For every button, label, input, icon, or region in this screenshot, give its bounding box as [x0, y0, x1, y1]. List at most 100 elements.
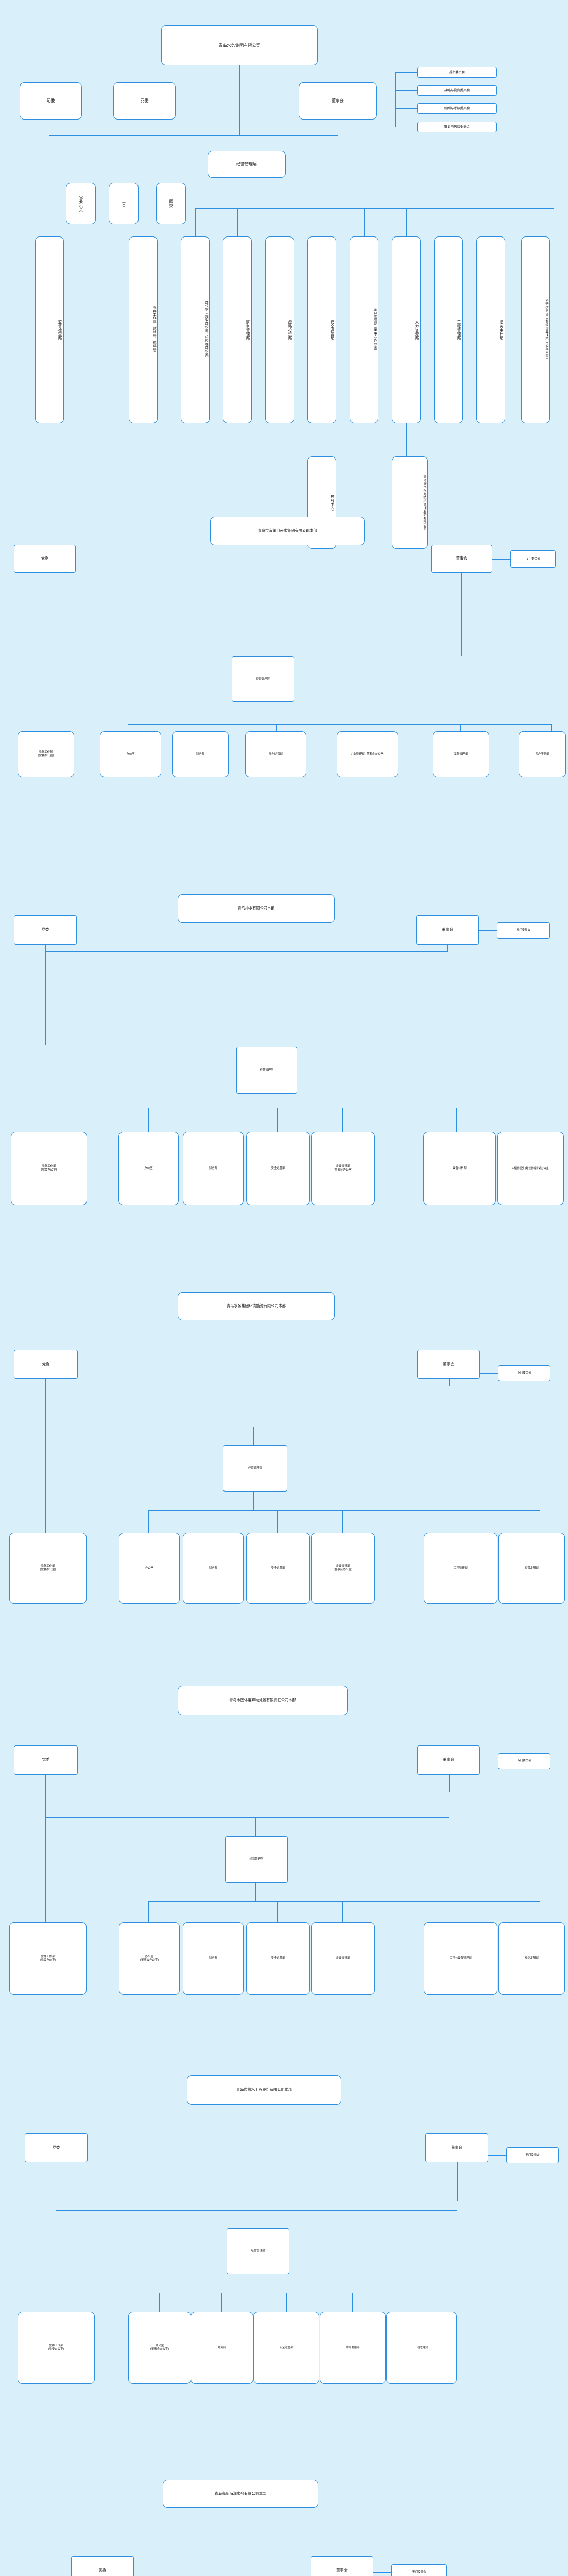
- connector: [449, 1775, 450, 1792]
- connector: [406, 208, 407, 236]
- dept-office-yishui: 办公室 (董事会办公室): [128, 2312, 191, 2384]
- connector: [395, 72, 417, 73]
- node-party-guti: 党委: [14, 1745, 78, 1775]
- connector: [148, 1510, 540, 1511]
- node-board: 董事会: [299, 82, 377, 120]
- connector: [461, 573, 462, 656]
- dept-party-mass-work: 党群工作部（武装部、统战部）: [129, 236, 158, 423]
- dept-enterprise-management-paishui: 企业管理部 (董事会办公室): [311, 1132, 375, 1205]
- connector: [395, 108, 417, 109]
- node-board-hairun: 董事会: [431, 545, 492, 573]
- dept-party-mass-work-guti: 党群工作部 (党委办公室): [9, 1922, 87, 1995]
- dept-party-mass-work-paishui: 党群工作部 (党委办公室): [11, 1132, 87, 1205]
- dept-office-guti: 办公室 (董事会办公室): [119, 1922, 180, 1995]
- connector: [406, 423, 407, 457]
- connector: [253, 1492, 254, 1511]
- connector: [276, 724, 277, 731]
- connector: [488, 2155, 506, 2156]
- node-management-layer-huanjing: 经营管理层: [223, 1445, 287, 1492]
- node-management-layer-guti: 经营管理层: [225, 1836, 288, 1883]
- dept-legal-audit: 法务审计部: [476, 236, 505, 423]
- dept-safety-operations: 安全运营部: [307, 236, 336, 423]
- connector: [148, 1510, 149, 1533]
- node-party-huanjing: 党委: [14, 1350, 78, 1379]
- dept-safety-operations-huanjing: 安全运营部: [246, 1533, 310, 1604]
- dept-research-information: 科研信息部（省级企业技术中心办公室）: [521, 236, 550, 423]
- connector: [551, 724, 552, 731]
- node-management-layer-paishui: 经营管理层: [236, 1047, 297, 1094]
- dept-finance-yishui: 财务部: [191, 2312, 253, 2384]
- connector: [342, 1108, 343, 1132]
- node-board-yishui: 董事会: [425, 2133, 488, 2162]
- connector: [221, 2293, 222, 2312]
- node-management-layer-yishui: 经营管理层: [227, 2228, 289, 2274]
- connector: [45, 951, 447, 952]
- dept-office: 办公室（党委办公室、总经理办公室）: [181, 236, 210, 423]
- dept-office-huanjing: 办公室: [119, 1533, 180, 1604]
- connector: [159, 2293, 160, 2312]
- connector: [128, 724, 551, 725]
- node-board-committee-yishui: 专门委员会: [506, 2147, 559, 2163]
- dept-safety-operations-yishui: 安全运营部: [253, 2312, 319, 2384]
- connector: [373, 2572, 391, 2573]
- node-board-paishui: 董事会: [416, 915, 479, 945]
- dept-engineering-management-yishui: 工程管理部: [386, 2312, 457, 2384]
- dept-party-mass-work-huanjing: 党群工作部 (党委办公室): [9, 1533, 87, 1604]
- node-board-committee-guti: 专门委员会: [498, 1753, 550, 1769]
- connector: [277, 1108, 278, 1132]
- connector: [45, 1817, 449, 1818]
- dept-safety-operations-paishui: 安全运营部: [246, 1132, 310, 1205]
- dept-business-development-huanjing: 经营发展部: [498, 1533, 565, 1604]
- connector: [56, 2210, 457, 2211]
- connector: [255, 1883, 256, 1902]
- connector: [148, 1108, 149, 1132]
- connector: [255, 1817, 256, 1836]
- connector: [195, 208, 196, 236]
- node-board-committee-paishui: 专门委员会: [497, 922, 550, 939]
- dept-party-mass-work-hairun: 党群工作部 (党委办公室): [18, 731, 74, 777]
- connector: [447, 945, 449, 952]
- connector: [479, 930, 497, 931]
- connector: [148, 1901, 149, 1922]
- node-board-committee-hairun: 专门委员会: [510, 550, 556, 568]
- dept-finance-paishui: 财务部: [183, 1132, 244, 1205]
- node-board-huanjing: 董事会: [417, 1350, 480, 1379]
- connector: [449, 1379, 450, 1386]
- node-board-committee-huanjing: 专门委员会: [498, 1365, 550, 1381]
- dept-engineering-equipment-guti: 工程与设备管理部: [424, 1922, 497, 1995]
- dept-safety-operations-hairun: 安全运营部: [245, 731, 306, 777]
- connector: [286, 2293, 287, 2312]
- connector: [342, 1510, 343, 1533]
- connector: [456, 1108, 457, 1132]
- committee-audit-risk: 审计与风险委员会: [417, 122, 497, 132]
- dept-enterprise-management-hairun: 企业管理部 (董事会办公室): [337, 731, 398, 777]
- node-management-layer-hairun: 经营管理层: [232, 656, 294, 702]
- connector: [239, 65, 240, 136]
- committee-strategy-investment: 战略与投资委员会: [417, 85, 497, 96]
- node-board-guti: 董事会: [417, 1745, 480, 1775]
- root-node-yishui: 青岛市益水工程股份有限公司本部: [187, 2075, 341, 2105]
- connector: [277, 1510, 278, 1533]
- sub-runshui-consulting: 青岛润水水务技术咨询服务有限公司: [392, 456, 428, 549]
- root-node-huanjing: 青岛水务集团环境能源有限公司本部: [178, 1292, 335, 1320]
- dept-enterprise-management: 企业管理部（董事会办公室）: [350, 236, 378, 423]
- node-party-organ: 党委机关: [66, 183, 96, 224]
- node-jiwei: 纪委: [20, 82, 82, 120]
- connector: [45, 1379, 46, 1533]
- connector: [45, 1775, 46, 1923]
- dept-engineering-management: 工程管理部: [434, 236, 463, 423]
- node-youth-league: 团委: [156, 183, 186, 224]
- connector: [395, 90, 417, 91]
- dept-office-paishui: 办公室: [118, 1132, 179, 1205]
- dept-market-development-yishui: 市场发展部: [320, 2312, 386, 2384]
- connector: [352, 2293, 353, 2312]
- connector: [253, 1427, 254, 1445]
- node-dangwei: 党委: [113, 82, 176, 120]
- connector: [457, 2162, 458, 2201]
- dept-safety-operations-guti: 安全运营部: [246, 1922, 310, 1995]
- connector: [237, 208, 238, 236]
- dept-party-mass-work-yishui: 党群工作部 (党委办公室): [18, 2312, 95, 2384]
- root-node-group: 青岛水务集团有限公司: [161, 25, 318, 65]
- committee-nomination: 提名委员会: [417, 67, 497, 78]
